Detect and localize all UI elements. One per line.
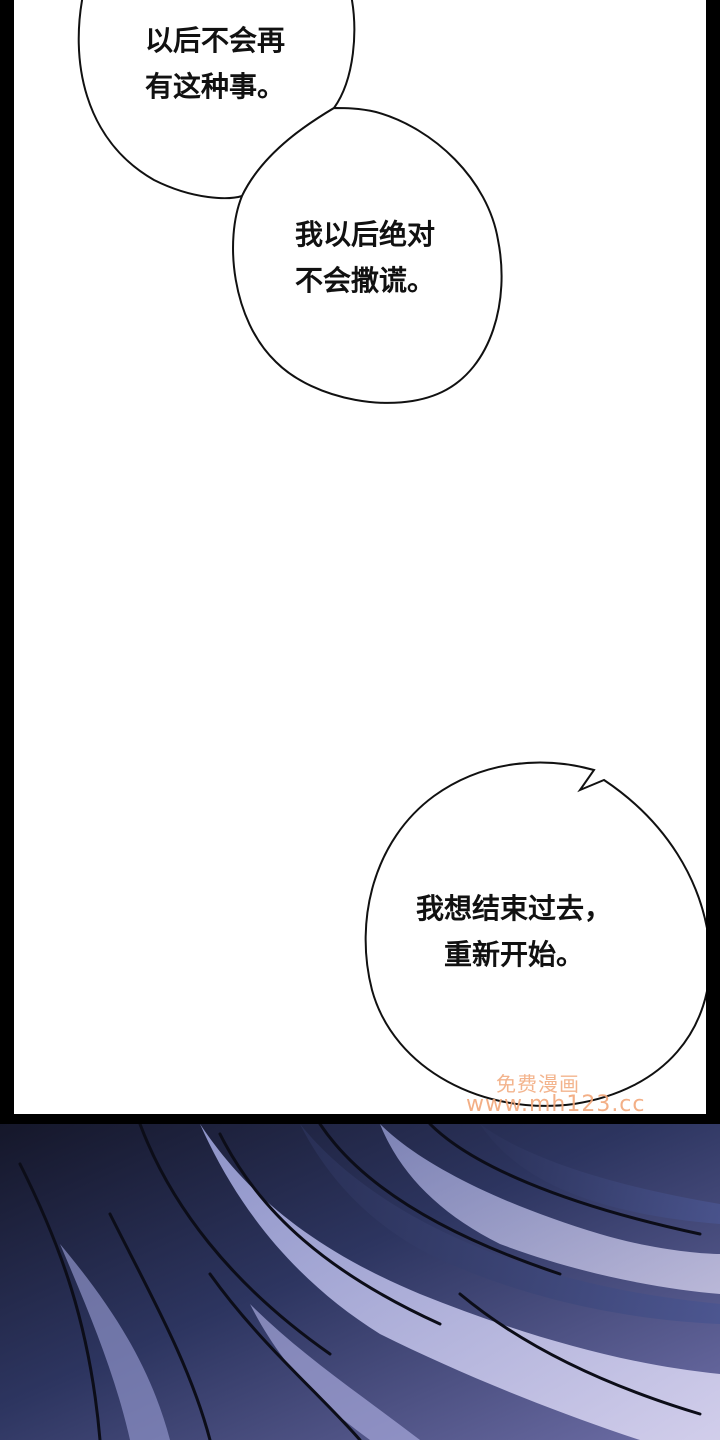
speech-bubble-1-line-2: 有这种事。 [144,70,285,103]
hair-strand-light-3 [60,1244,170,1440]
comic-panel-hair-closeup [0,1124,720,1440]
speech-bubble-3-line-1: 我想结束过去， [415,892,612,925]
speech-bubble-1-text: 以后不会再 有这种事。 [110,18,320,110]
hair-strands-art [0,1124,720,1440]
hair-strand-mid-1 [300,1124,720,1324]
hair-strand-lines [18,1124,702,1440]
speech-bubble-2-outline [232,106,503,404]
speech-bubbles-art [77,0,706,1107]
speech-bubble-2-line-1: 我以后绝对 [294,218,435,251]
speech-bubble-2-line-2: 不会撒谎。 [294,264,435,297]
speech-bubble-1-line-1: 以后不会再 [144,24,285,57]
speech-bubble-3-line-2: 重新开始。 [443,938,584,971]
watermark-title: 免费漫画 [496,1072,580,1096]
speech-bubble-3-text: 我想结束过去， 重新开始。 [384,886,644,978]
hair-strand-light-1 [200,1124,720,1440]
speech-bubble-2-text: 我以后绝对 不会撒谎。 [260,212,470,304]
hair-strand-light-2 [380,1124,720,1294]
watermark-url: www.mh123.cc [466,1092,646,1114]
hair-strand-mid-2 [480,1124,720,1224]
speech-bubble-3-outline [364,761,706,1107]
comic-panel-speech: 以后不会再 有这种事。 我以后绝对 不会撒谎。 我想结束过去， 重新开始。 免费… [14,0,706,1114]
